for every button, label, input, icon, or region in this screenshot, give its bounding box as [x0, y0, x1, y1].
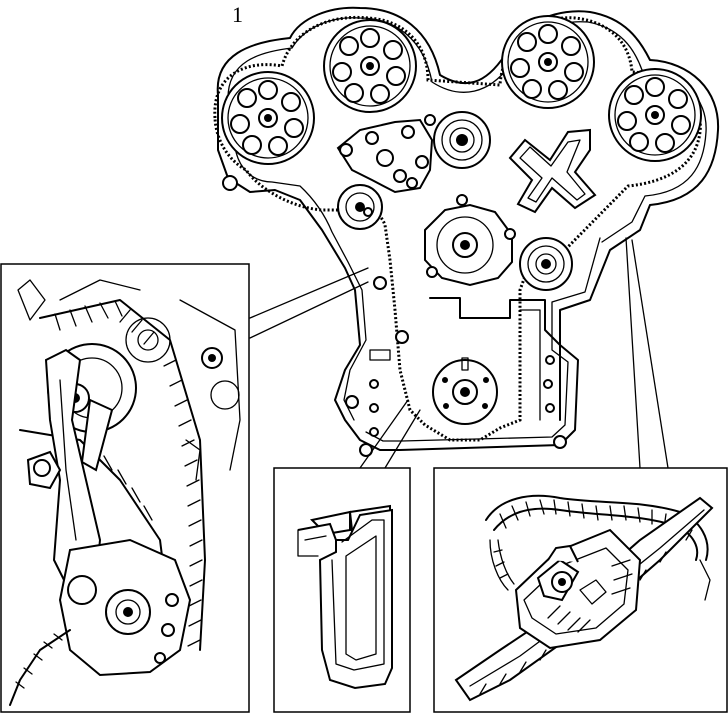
camshaft-pulley-2 [323, 19, 417, 113]
crankshaft-pulley [432, 357, 498, 425]
marker-detail [273, 467, 411, 713]
upper-idler-pulley [433, 111, 491, 169]
lower-idler-pulley [519, 237, 573, 291]
camshaft-pulley-3 [501, 15, 595, 109]
numeral-one-mark [297, 504, 394, 690]
callout-number: 1 [232, 2, 243, 27]
cross-shaped-bracket [508, 128, 597, 214]
tensioner-bracket [336, 114, 436, 194]
belt-tensioner-pulley [337, 184, 383, 230]
leader-lines [249, 237, 669, 469]
water-pump-pulley [424, 194, 516, 287]
camshaft-pulley-4 [608, 68, 702, 162]
oil-pump-housing [345, 276, 561, 437]
tensioner-detail [0, 263, 250, 713]
chain-tool-detail [433, 467, 728, 713]
camshaft-pulley-1 [221, 71, 315, 165]
